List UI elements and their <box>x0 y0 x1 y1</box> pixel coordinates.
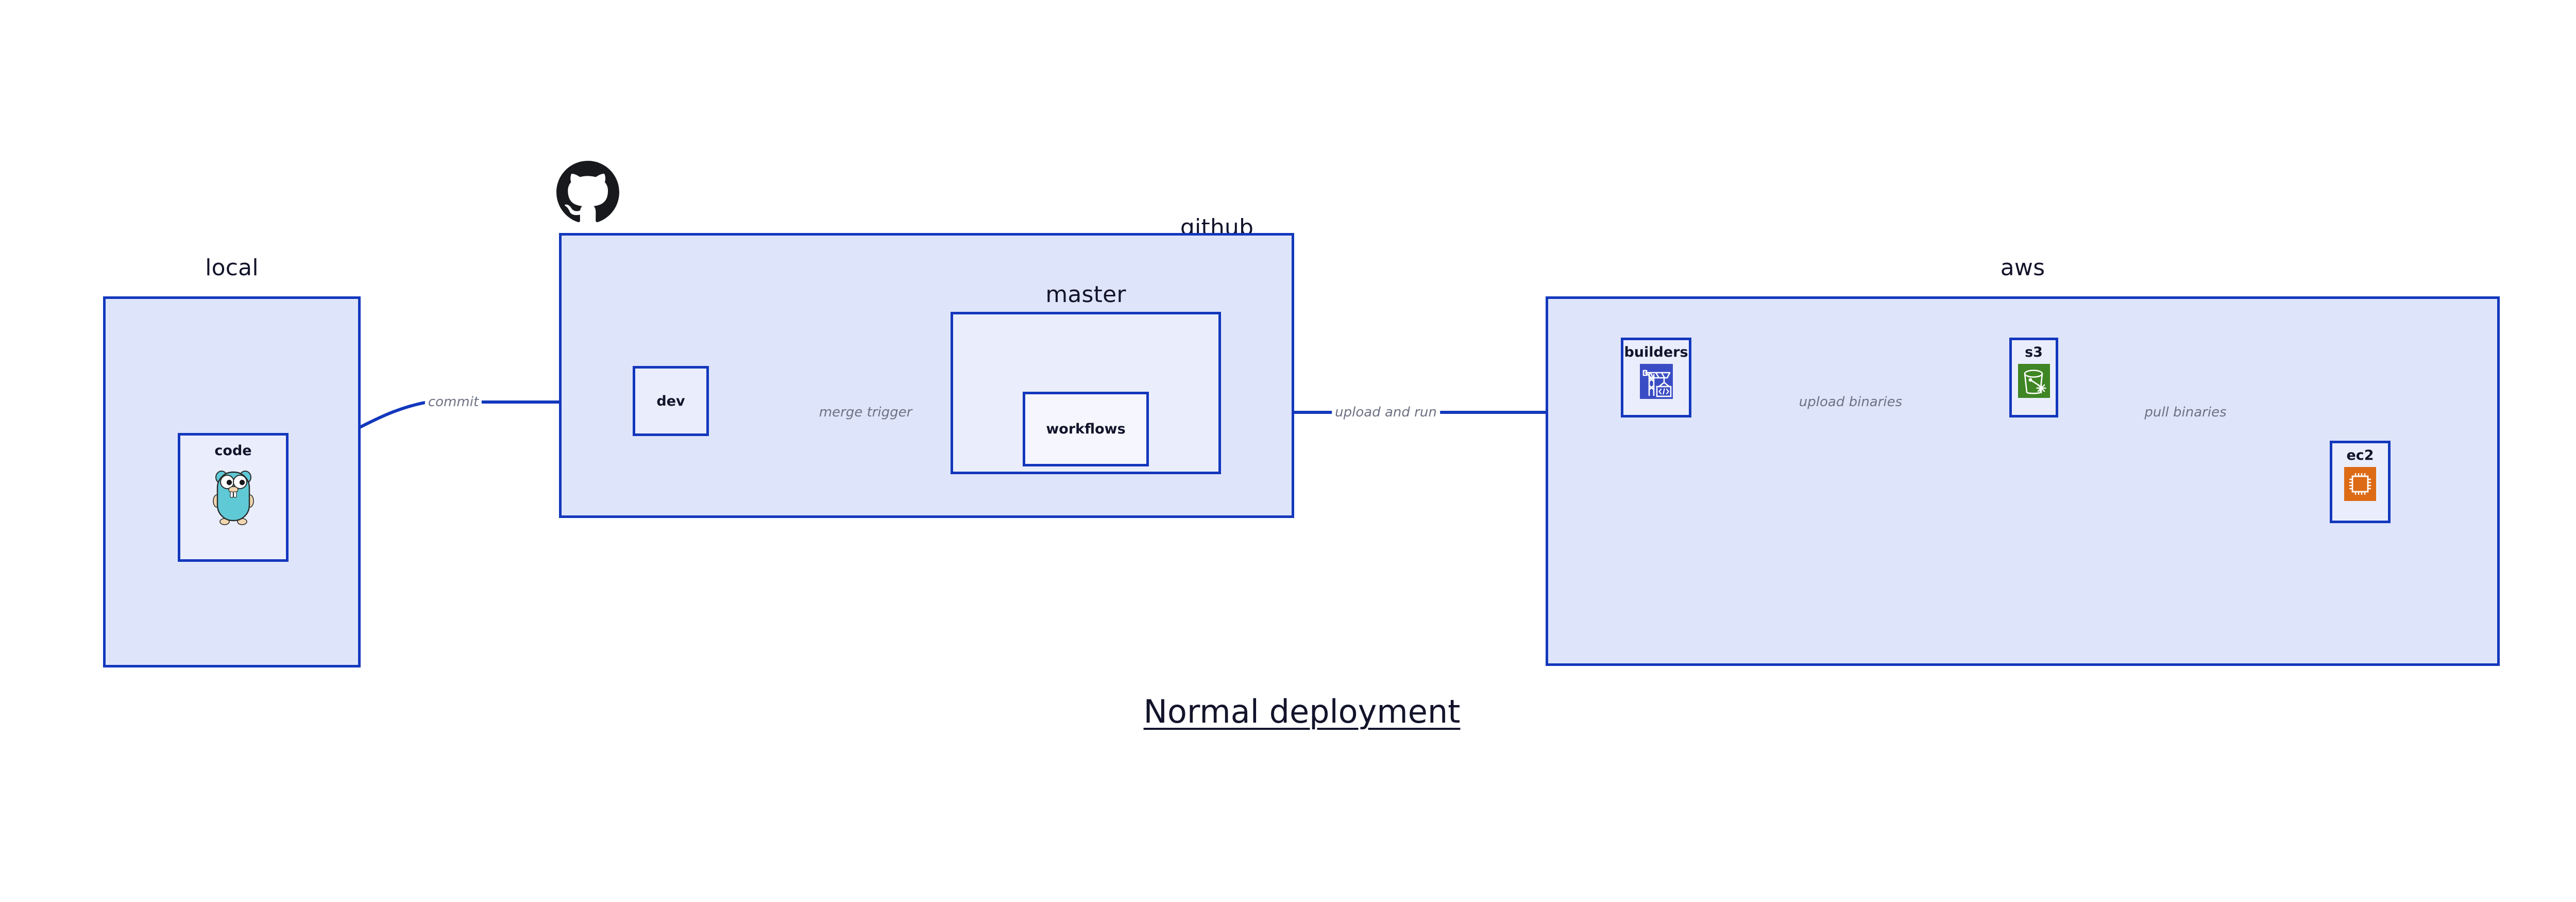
node-dev-label: dev <box>656 393 685 409</box>
group-label-master: master <box>1045 281 1126 308</box>
group-label-aws: aws <box>2000 255 2045 281</box>
github-octocat-logo <box>556 161 619 226</box>
node-ec2-label: ec2 <box>2346 447 2374 463</box>
node-s3[interactable]: s3 <box>2009 338 2058 417</box>
aws-builders-crane-icon <box>1639 364 1673 401</box>
node-ec2[interactable]: ec2 <box>2330 441 2391 523</box>
edge-label-commit: commit <box>425 395 482 409</box>
node-code[interactable]: code <box>178 433 289 562</box>
edge-label-upload-binaries: upload binaries <box>1795 395 1906 409</box>
edge-label-merge-trigger: merge trigger <box>816 406 916 419</box>
node-dev[interactable]: dev <box>633 366 709 436</box>
node-workflows[interactable]: workflows <box>1023 392 1149 466</box>
node-builders-label: builders <box>1624 344 1688 360</box>
aws-s3-bucket-icon <box>2018 364 2050 400</box>
diagram-title: Normal deployment <box>1143 693 1461 730</box>
node-s3-label: s3 <box>2025 344 2043 360</box>
edge-label-upload-and-run: upload and run <box>1332 406 1440 419</box>
node-code-label: code <box>214 443 252 459</box>
aws-ec2-chip-icon <box>2344 467 2376 503</box>
node-builders[interactable]: builders <box>1621 338 1691 417</box>
edge-label-pull-binaries: pull binaries <box>2141 406 2230 419</box>
group-label-local: local <box>205 255 259 281</box>
go-gopher-icon <box>211 465 256 528</box>
node-workflows-label: workflows <box>1046 421 1126 437</box>
